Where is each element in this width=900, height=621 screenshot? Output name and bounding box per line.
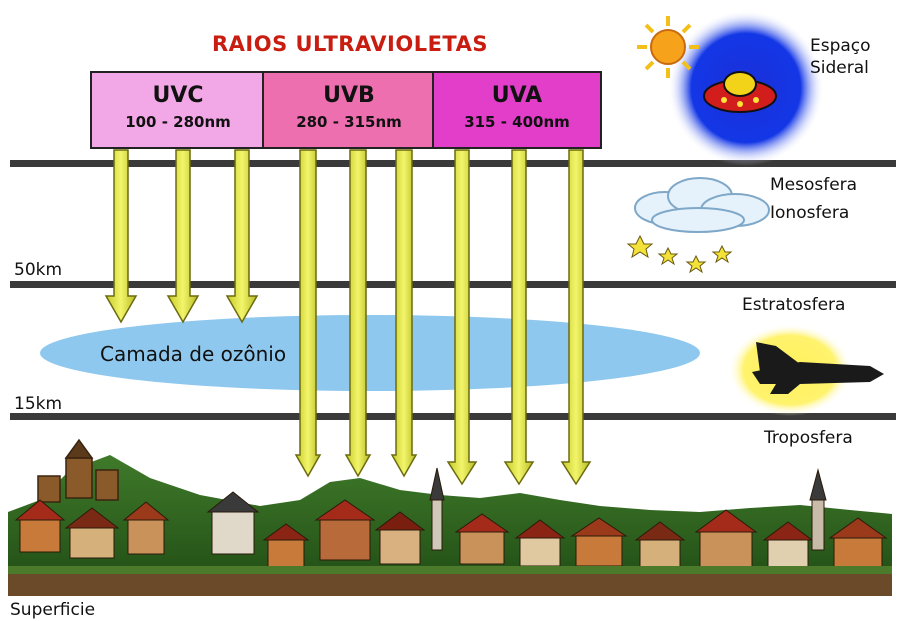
label-surface: Superficie: [10, 600, 96, 620]
label-troposphere: Troposfera: [764, 428, 853, 448]
cloud-icon: [634, 177, 770, 233]
uva-arrow: [503, 149, 535, 486]
band-name: UVB: [323, 83, 375, 108]
stars-icon: [626, 234, 733, 274]
band-uva: UVA 315 - 400nm: [432, 71, 602, 149]
label-ionosphere: Ionosfera: [770, 203, 850, 223]
band-name: UVA: [491, 83, 543, 108]
band-range: 100 - 280nm: [125, 113, 231, 131]
uvb-arrow: [390, 149, 418, 478]
ozone-label: Camada de ozônio: [100, 342, 287, 366]
surface-landscape: [8, 438, 892, 596]
uva-arrow: [446, 149, 478, 486]
label-stratosphere: Estratosfera: [742, 295, 846, 315]
space-shuttle-icon: [752, 342, 884, 394]
uvb-arrow: [344, 149, 372, 478]
uva-arrow: [560, 149, 592, 486]
band-range: 280 - 315nm: [296, 113, 402, 131]
space-illustration: [668, 10, 824, 166]
altitude-15km: 15km: [14, 394, 63, 414]
diagram-title: RAIOS ULTRAVIOLETAS: [211, 32, 489, 56]
layer-line-50km: [10, 281, 896, 288]
band-name: UVC: [152, 83, 204, 108]
uvc-arrow: [104, 149, 138, 324]
altitude-50km: 50km: [14, 260, 63, 280]
band-uvc: UVC 100 - 280nm: [90, 71, 266, 149]
uvc-arrows: [104, 149, 259, 324]
layer-line-15km: [10, 413, 896, 420]
label-mesosphere: Mesosfera: [770, 175, 858, 195]
ozone-layer: [40, 315, 700, 391]
layer-line-top: [10, 160, 896, 167]
label-space-1: Espaço: [810, 36, 871, 56]
uva-arrows: [446, 149, 592, 486]
uvb-arrow: [294, 149, 322, 478]
uvc-arrow: [225, 149, 259, 324]
sun-icon: [637, 16, 699, 78]
label-space-2: Sideral: [810, 58, 869, 78]
uvc-arrow: [166, 149, 200, 324]
band-range: 315 - 400nm: [464, 113, 570, 131]
band-uvb: UVB 280 - 315nm: [262, 71, 436, 149]
uvb-arrows: [294, 149, 418, 478]
